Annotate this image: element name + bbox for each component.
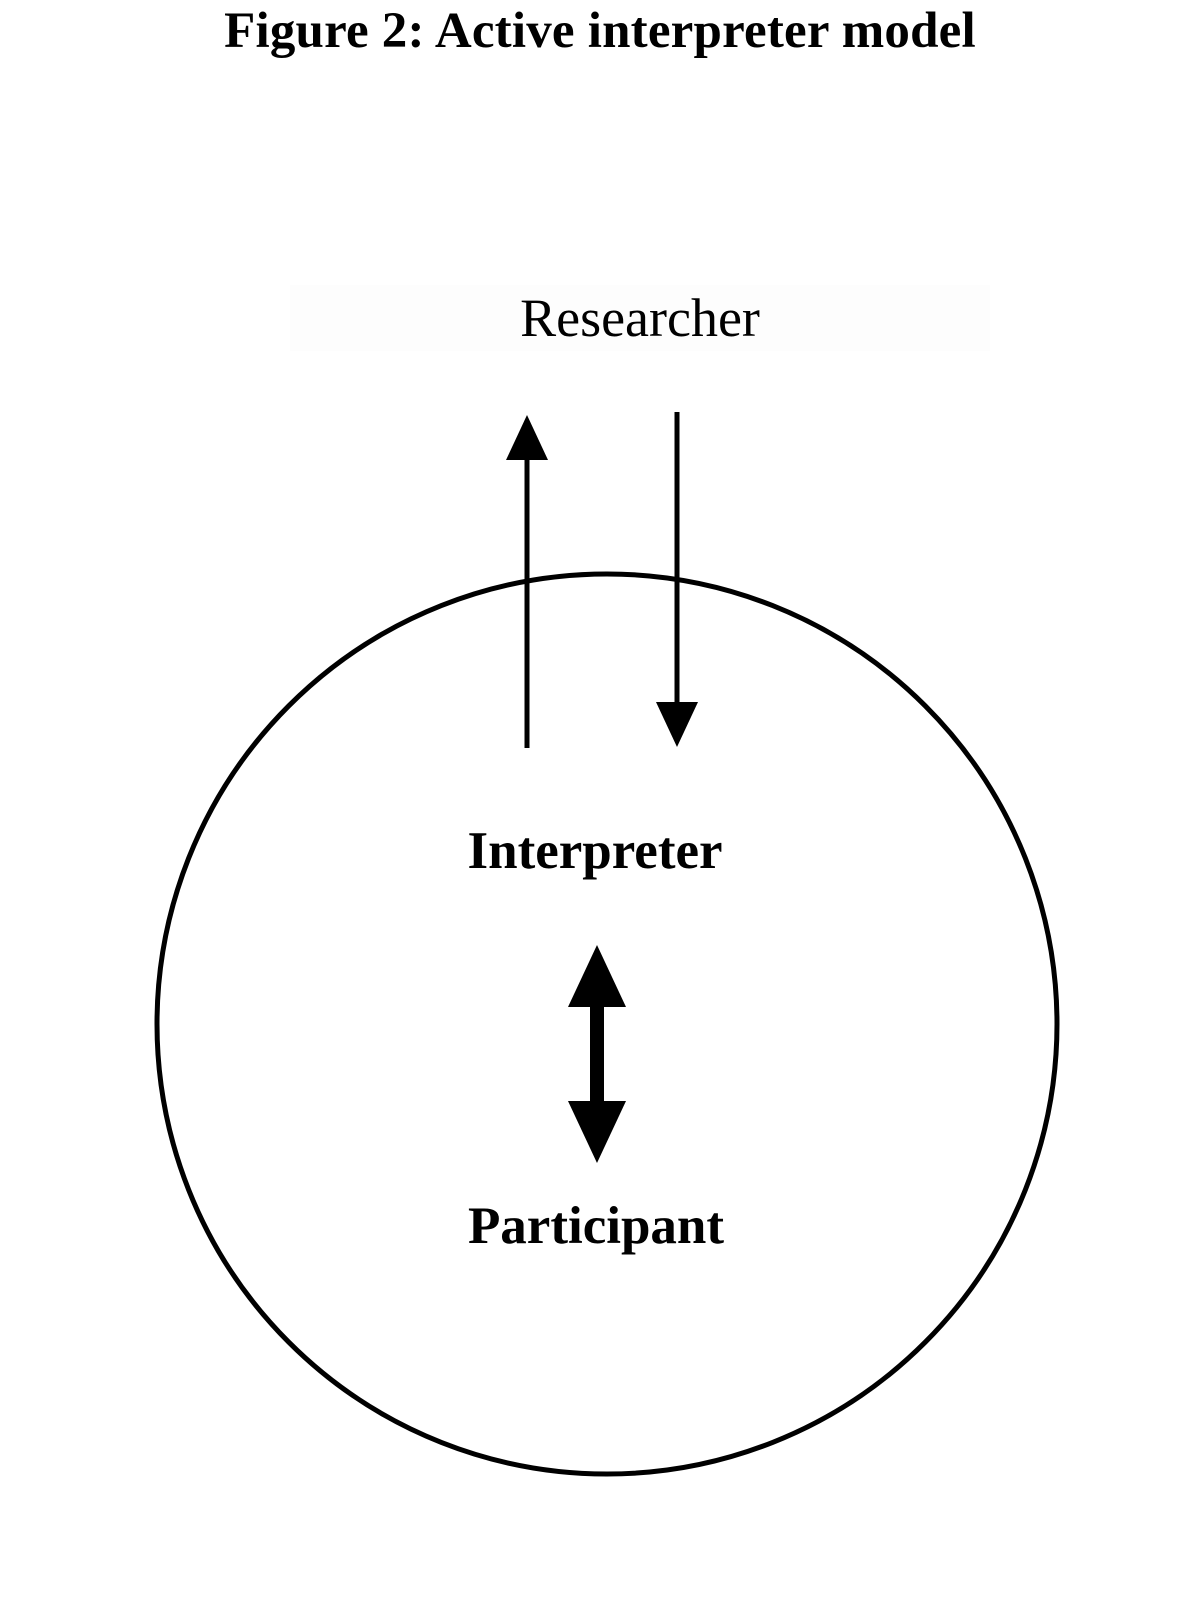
interpreter-to-researcher-arrow [506, 415, 548, 748]
figure-title: Figure 2: Active interpreter model [224, 3, 976, 59]
interpreting-context-circle [154, 571, 1060, 1477]
interpreter-participant-double-arrow [568, 945, 626, 1163]
interpreter-participant-arrow-head-down [568, 1101, 626, 1163]
node-label-participant: Participant [467, 1197, 725, 1255]
interpreter-to-researcher-arrow-head [506, 415, 548, 460]
researcher-to-interpreter-arrow [656, 412, 698, 747]
researcher-to-interpreter-arrow-head [656, 702, 698, 747]
node-label-interpreter: Interpreter [467, 822, 723, 880]
node-label-researcher: Researcher [290, 285, 990, 351]
interpreter-participant-arrow-head-up [568, 945, 626, 1007]
interpreter-participant-arrow-stem [590, 1000, 604, 1105]
